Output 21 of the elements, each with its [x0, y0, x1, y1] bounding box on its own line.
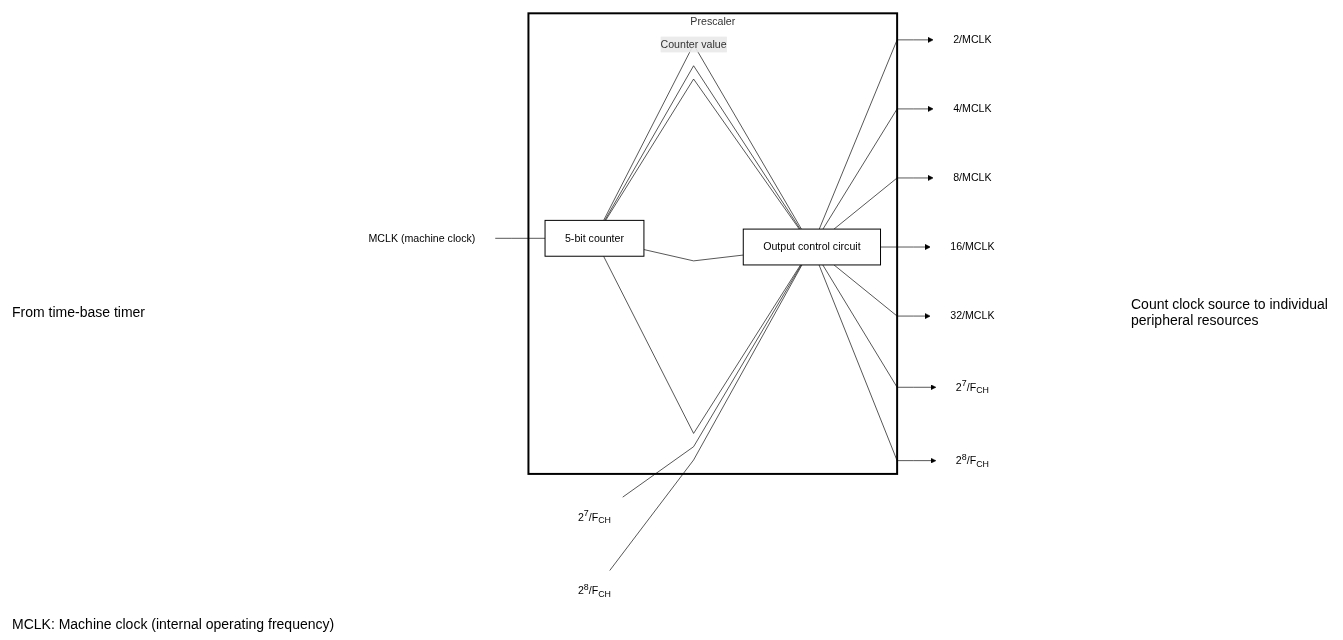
node-text: 2$^{8}$/F$_{CH}$: [955, 451, 989, 469]
node-text: 2$^{7}$/F$_{CH}$: [577, 508, 612, 526]
node-text: 2/MCLK: [953, 33, 992, 46]
node-text: 2$^{8}$/F$_{CH}$: [577, 581, 612, 599]
node-text: 4/MCLK: [953, 102, 992, 115]
note-text: From time-base timer: [12, 304, 147, 320]
node-text: 32/MCLK: [950, 310, 995, 322]
node-text: 8/MCLK: [953, 171, 992, 184]
node-text: MCLK (machine clock): [368, 232, 476, 244]
connector: [643, 249, 744, 262]
note-text: Count clock source to individual peripheral resources: [1131, 296, 1329, 328]
connector: [609, 264, 803, 571]
node-text: 16/MCLK: [950, 241, 995, 253]
connector: [622, 264, 802, 498]
connector: [603, 255, 801, 434]
connector: [494, 237, 546, 239]
caption: MCLK: Machine clock (internal operating frequency): [12, 616, 336, 632]
edge-label: Counter value: [660, 38, 727, 50]
node-box: 5-bit counter: [544, 219, 645, 257]
node-box: Output control circuit: [742, 228, 882, 266]
node-text: 2$^{7}$/F$_{CH}$: [955, 378, 989, 396]
